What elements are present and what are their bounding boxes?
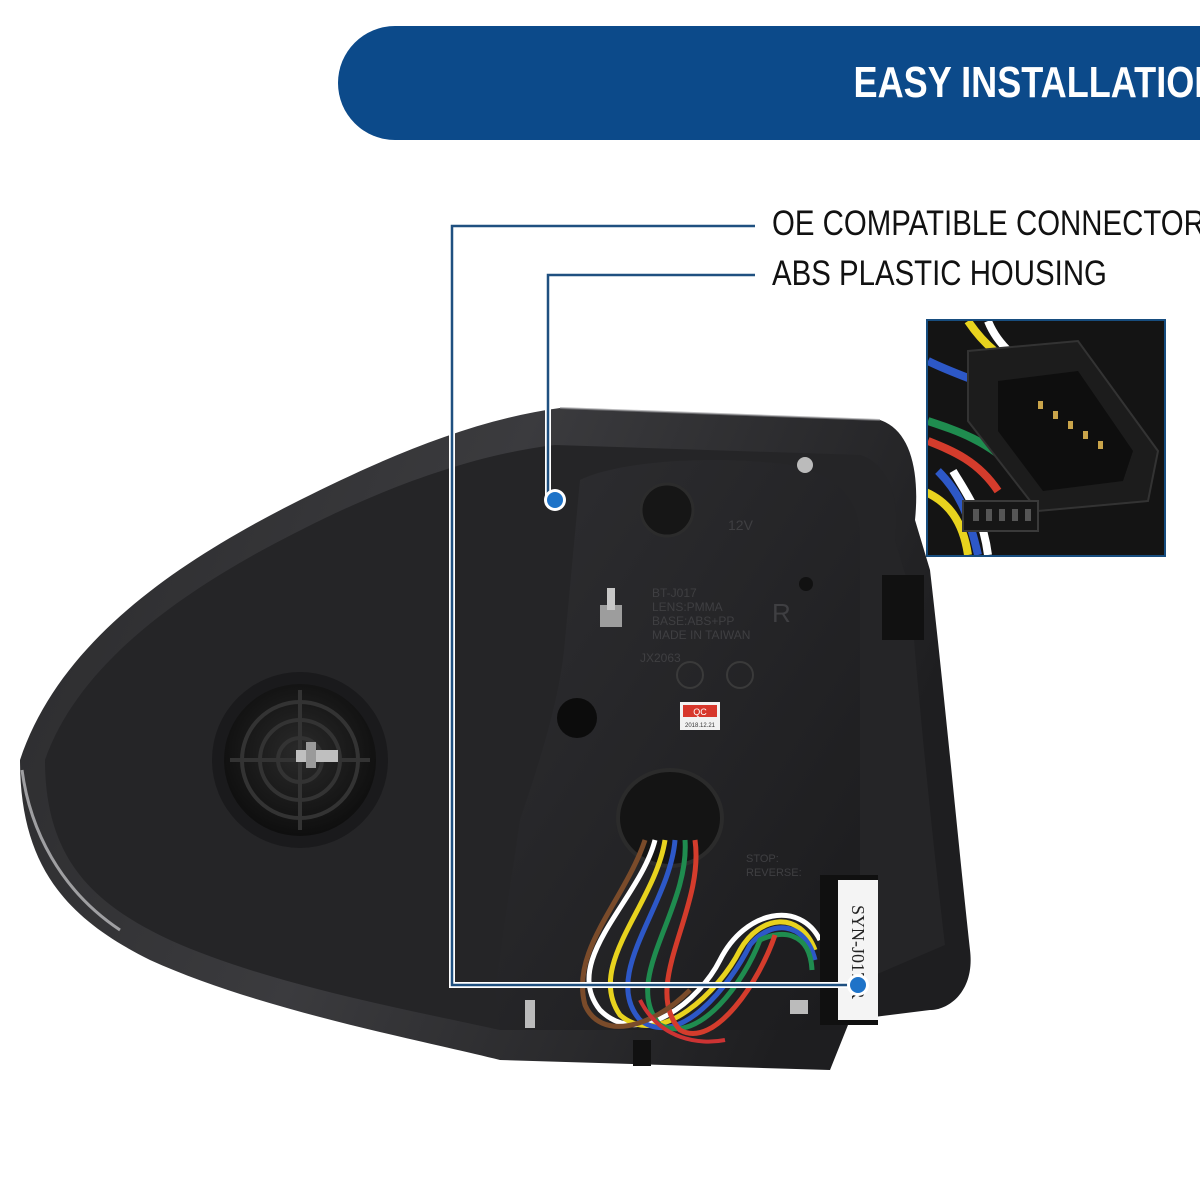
wire-harness — [580, 768, 823, 1066]
part-code: BT-J017 — [652, 586, 697, 600]
mount-tab — [882, 575, 924, 640]
connector-marker-dot — [850, 977, 866, 993]
side-marking: R — [772, 598, 791, 628]
qc-date: 2018.12.21 — [685, 723, 716, 729]
qc-label: QC — [693, 707, 707, 717]
connector-closeup-photo — [928, 321, 1164, 555]
lens-marking: LENS:PMMA — [652, 600, 723, 614]
base-marking: BASE:ABS+PP — [652, 614, 734, 628]
connector-closeup-inset — [926, 319, 1166, 557]
mold-code: JX2063 — [640, 651, 681, 665]
origin-marking: MADE IN TAIWAN — [652, 628, 750, 642]
housing-marker-dot — [547, 492, 563, 508]
header-banner: EASY INSTALLATION — [338, 26, 1200, 140]
connector-block: SYN-J017-R — [820, 875, 878, 1025]
rear-panel: QC 2018.12.21 BT-J017 LENS:PMMA BASE:ABS… — [495, 457, 860, 1030]
callout-lines — [449, 223, 869, 996]
banner-title: EASY INSTALLATION — [853, 58, 1200, 107]
wiring-stop: STOP: — [746, 853, 779, 865]
bulb-socket — [212, 672, 388, 848]
wiring-reverse: REVERSE: — [746, 867, 802, 879]
callout-abs-housing-label: ABS PLASTIC HOUSING — [772, 254, 1107, 293]
voltage-marking: 12V — [728, 517, 754, 533]
callout-oe-connector-label: OE COMPATIBLE CONNECTOR — [772, 204, 1200, 243]
